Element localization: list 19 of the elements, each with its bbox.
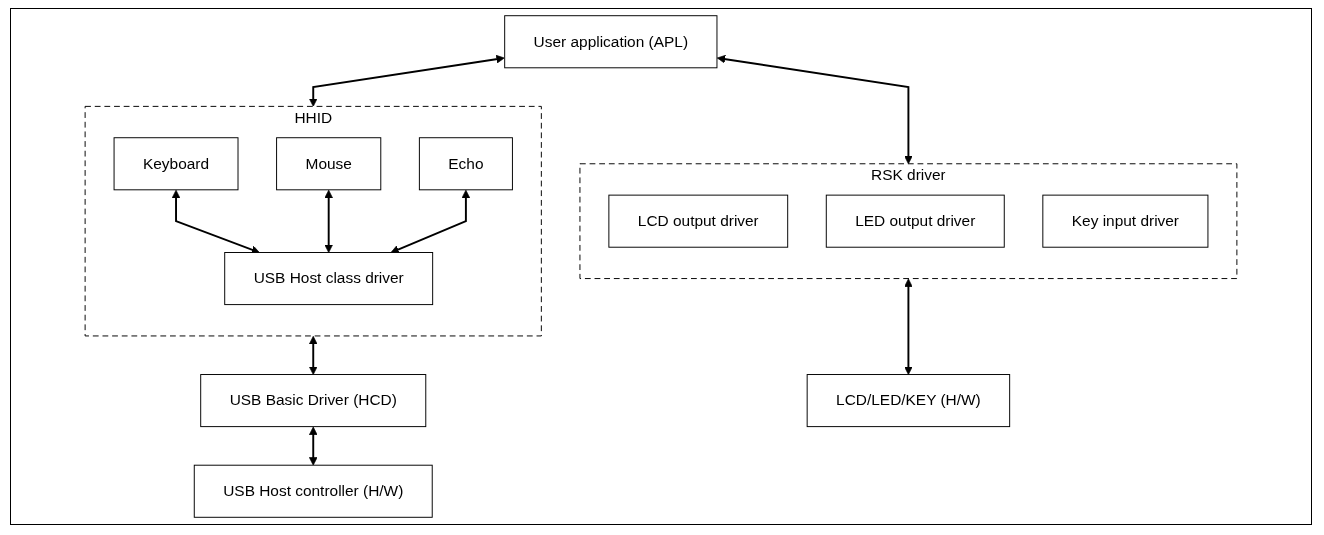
node-box: Keyboard <box>113 137 239 191</box>
arrow <box>309 54 505 107</box>
node-box: LCD/LED/KEY (H/W) <box>806 374 1011 428</box>
arrow <box>904 278 913 375</box>
node-box: User application (APL) <box>504 15 718 69</box>
arrow <box>309 426 318 466</box>
node-box: USB Host class driver <box>224 252 434 306</box>
arrow <box>309 335 318 375</box>
arrow <box>171 189 260 254</box>
arrow <box>324 189 333 253</box>
node-box: Echo <box>418 137 513 191</box>
node-box: USB Host controller (H/W) <box>193 464 433 518</box>
arrow <box>390 189 471 254</box>
arrow <box>716 54 913 165</box>
node-box: Mouse <box>276 137 382 191</box>
node-box: Key input driver <box>1042 194 1209 248</box>
node-box: USB Basic Driver (HCD) <box>200 374 427 428</box>
node-box: LED output driver <box>825 194 1005 248</box>
node-box: LCD output driver <box>608 194 789 248</box>
